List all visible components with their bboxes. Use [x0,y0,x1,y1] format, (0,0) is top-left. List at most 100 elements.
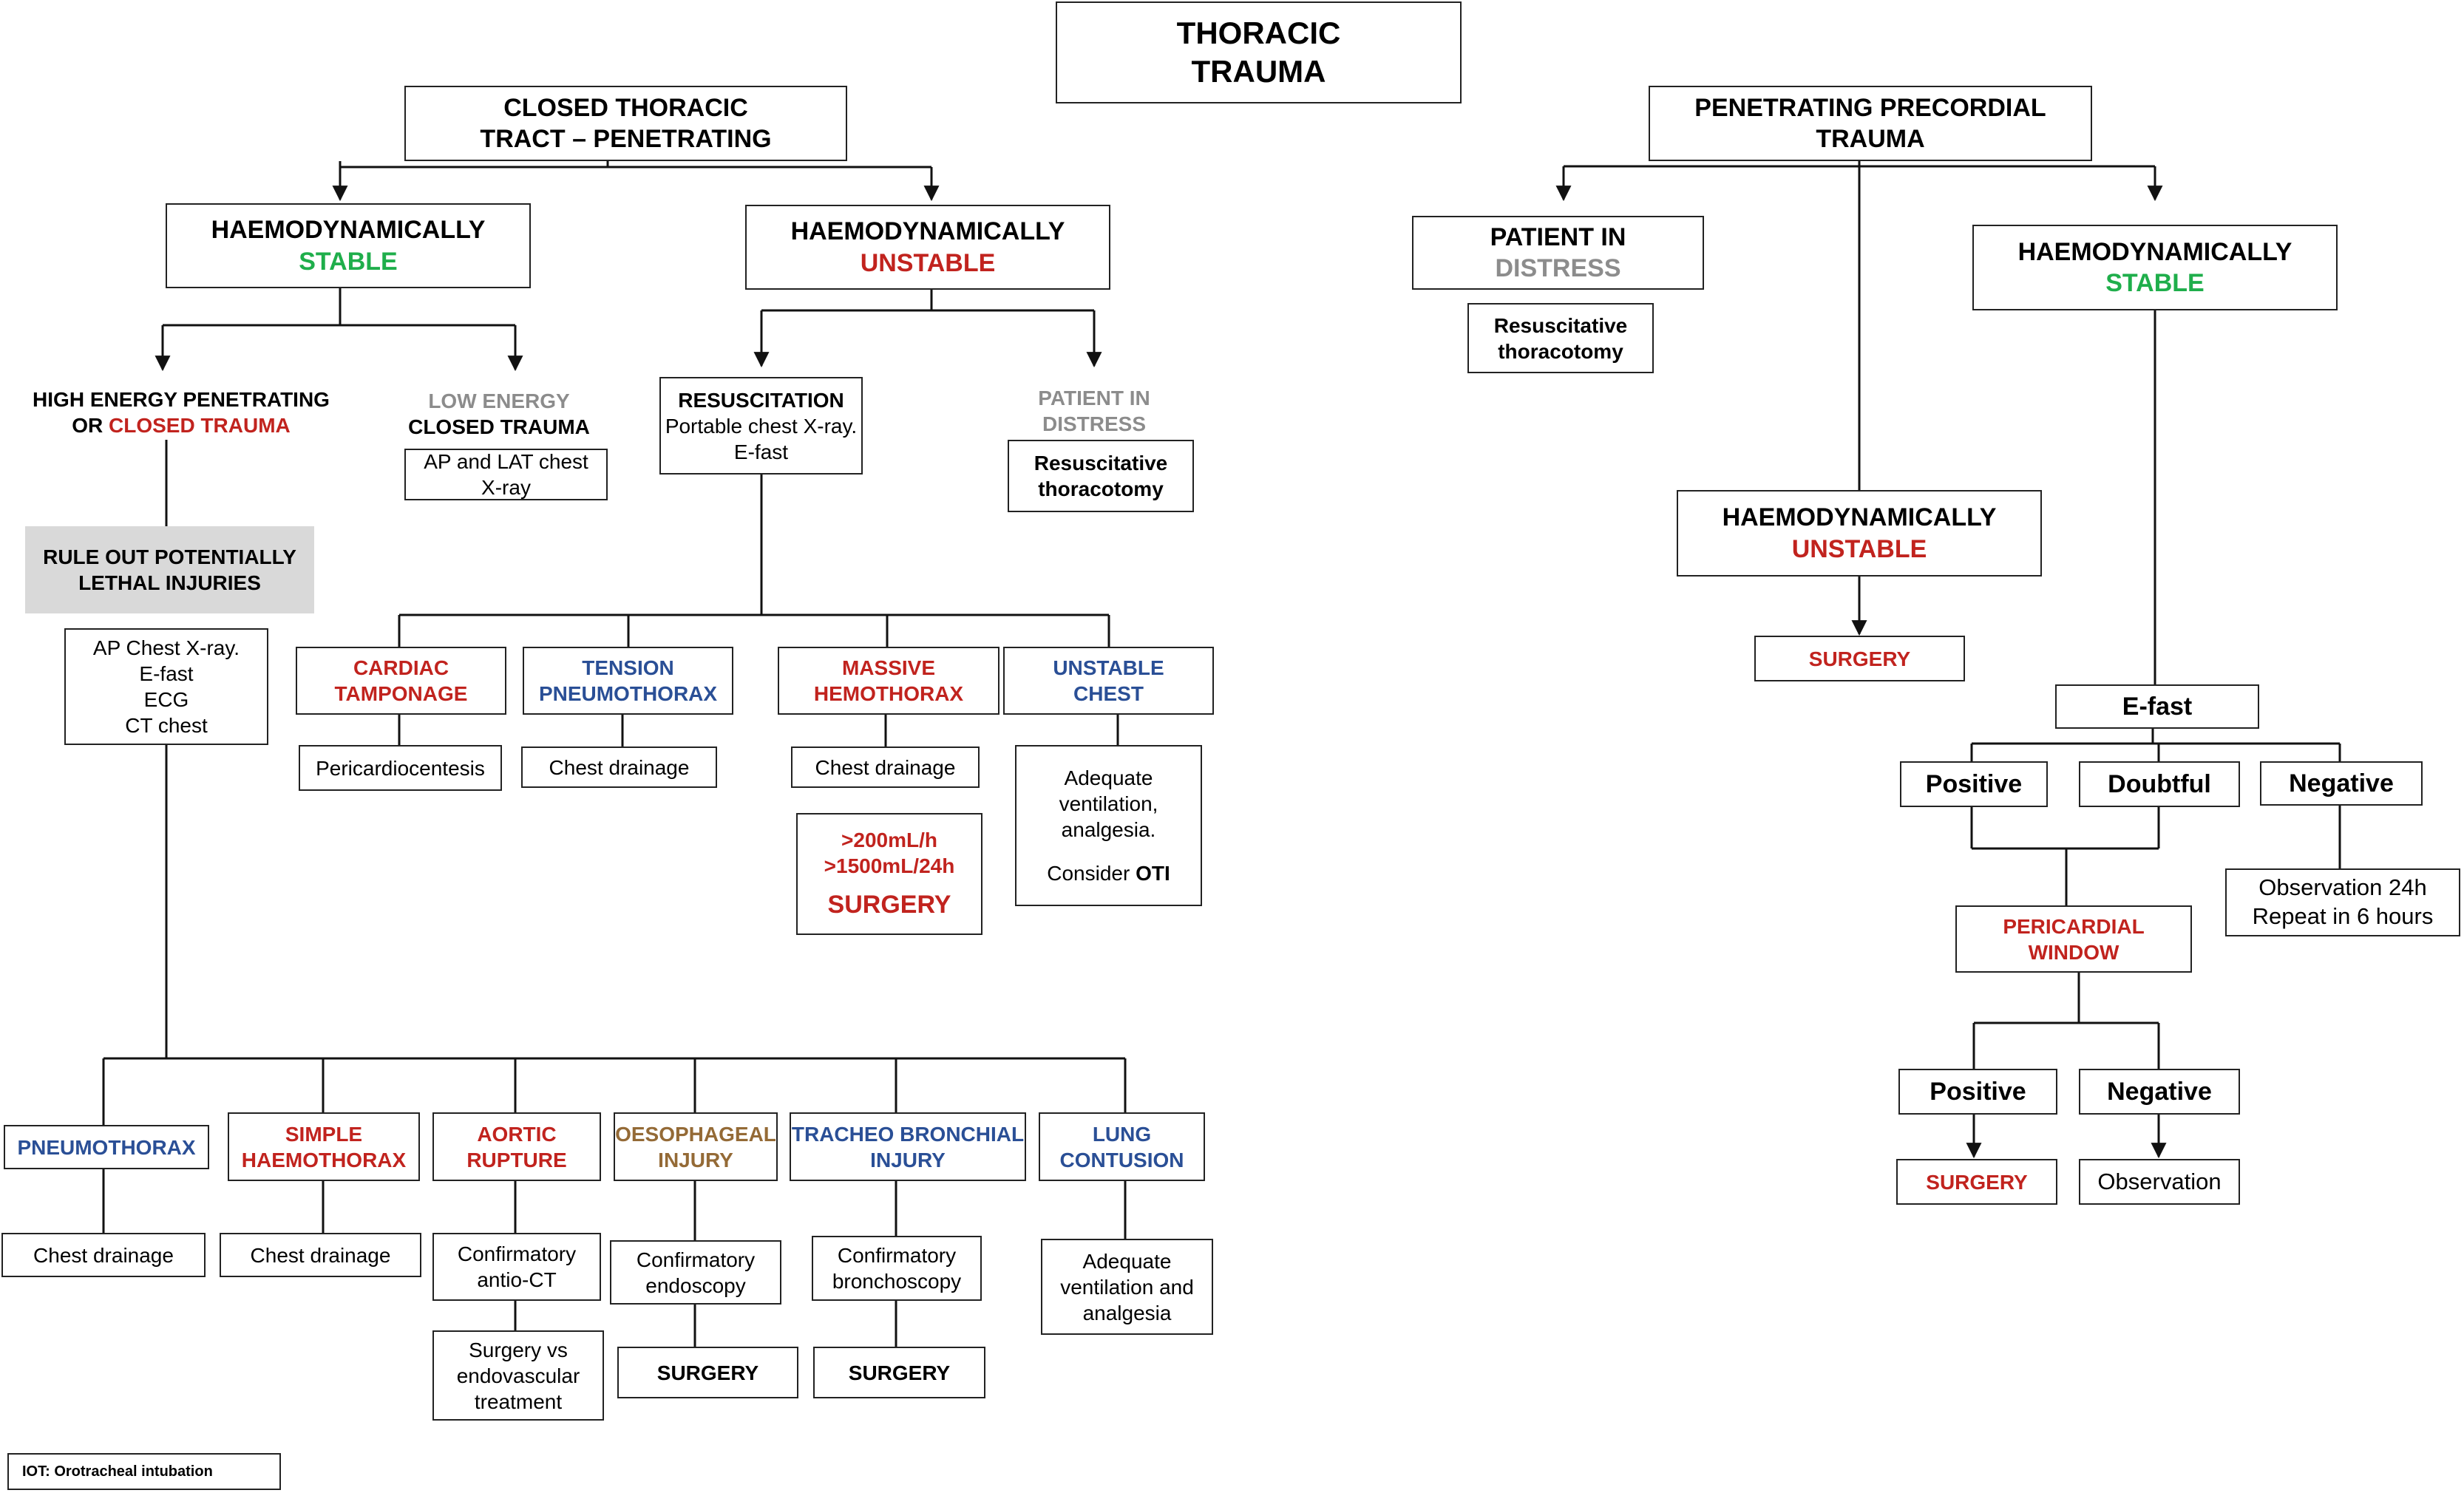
oesophageal-injury-box: OESOPHAGEAL INJURY [614,1112,778,1181]
oesophageal-injury-line-2: INJURY [658,1148,733,1171]
ap-lat-xray-box: AP and LAT chest X-ray [404,449,608,500]
closed-stable-line-1: HAEMODYNAMICALLY [211,216,486,244]
oesophageal-confirm-line-2: endoscopy [645,1273,746,1297]
precordial-stable-box: HAEMODYNAMICALLY STABLE [1972,225,2338,310]
high-energy-prefix: OR [72,413,109,437]
observation-line-1: Observation 24h [2258,874,2427,901]
massive-criteria-line-1: >200mL/h [841,829,937,852]
tracheo-surgery-box: SURGERY [813,1347,985,1398]
low-energy-line-2: CLOSED TRAUMA [408,415,590,438]
precordial-distress-line-2: DISTRESS [1495,254,1621,282]
window-observation-box: Observation [2079,1159,2240,1205]
window-surgery-box: SURGERY [1896,1159,2057,1205]
efast-negative-box: Negative [2260,761,2423,806]
oesophageal-surgery-text: SURGERY [656,1361,759,1384]
precordial-stable-status: STABLE [2105,269,2205,297]
unstable-chest-box: UNSTABLE CHEST [1003,647,1214,715]
precordial-unstable-box: HAEMODYNAMICALLY UNSTABLE [1677,490,2042,577]
unstable-chest-line-2: CHEST [1073,682,1144,705]
window-surgery-text: SURGERY [1926,1170,2028,1194]
precordial-thoracotomy-box: Resuscitative thoracotomy [1467,303,1654,373]
closed-header-line-1: CLOSED THORACIC [503,93,748,122]
window-negative-text: Negative [2107,1077,2212,1106]
observation-repeat-box: Observation 24h Repeat in 6 hours [2225,868,2460,936]
haemothorax-drainage-box: Chest drainage [220,1233,421,1277]
precordial-thoracotomy-line-2: thoracotomy [1498,339,1623,363]
massive-chest-drainage-box: Chest drainage [791,746,980,788]
lung-action-line-1: Adequate [1082,1249,1172,1273]
precordial-header: PENETRATING PRECORDIAL TRAUMA [1649,86,2092,161]
tracheo-surgery-text: SURGERY [848,1361,951,1384]
simple-haemothorax-box: SIMPLE HAEMOTHORAX [228,1112,420,1181]
resuscitation-box: RESUSCITATION Portable chest X-ray. E-fa… [659,377,863,475]
ap-lat-line-1: AP and LAT chest [424,450,588,473]
pneumothorax-box: PNEUMOTHORAX [4,1125,209,1169]
cardiac-tamponage-box: CARDIAC TAMPONAGE [296,647,506,715]
precordial-surgery-text: SURGERY [1808,647,1911,670]
closed-thoracotomy-box: Resuscitative thoracotomy [1008,440,1194,512]
lung-action-line-3: analgesia [1082,1301,1172,1324]
tension-pneumothorax-line-2: PNEUMOTHORAX [538,682,718,705]
pneumothorax-label: PNEUMOTHORAX [17,1135,196,1159]
tracheo-bronchial-line-1: TRACHEO BRONCHIAL [791,1122,1025,1146]
rule-out-line-2: LETHAL INJURIES [78,571,261,594]
precordial-stable-line-1: HAEMODYNAMICALLY [2017,237,2292,266]
lung-contusion-line-1: LUNG [1092,1122,1152,1146]
high-energy-label: HIGH ENERGY PENETRATING OR CLOSED TRAUMA [15,384,347,440]
massive-criteria-line-2: >1500mL/24h [824,854,955,878]
oesophageal-confirm-line-1: Confirmatory [636,1248,756,1271]
lung-contusion-box: LUNG CONTUSION [1039,1112,1205,1181]
aortic-surgery-line-3: treatment [474,1390,563,1413]
exams-line-2: E-fast [139,662,194,685]
unstable-chest-action-line-3: analgesia. [1061,818,1156,841]
haemothorax-drainage-text: Chest drainage [250,1243,391,1267]
pericardiocentesis-box: Pericardiocentesis [299,745,502,791]
oesophageal-injury-line-1: OESOPHAGEAL [615,1122,776,1146]
simple-haemothorax-line-2: HAEMOTHORAX [241,1148,407,1171]
high-energy-line-1: HIGH ENERGY PENETRATING [33,387,330,411]
precordial-unstable-line-1: HAEMODYNAMICALLY [1722,503,1997,531]
cardiac-tamponage-line-2: TAMPONAGE [334,682,468,705]
efast-text: E-fast [2122,692,2193,721]
cardiac-tamponage-line-1: CARDIAC [353,656,449,679]
closed-stable-box: HAEMODYNAMICALLY STABLE [166,203,531,288]
massive-chest-drainage-text: Chest drainage [815,755,956,779]
closed-thoracotomy-line-1: Resuscitative [1034,452,1168,475]
window-positive-text: Positive [1930,1077,2026,1106]
efast-doubtful-text: Doubtful [2108,769,2211,798]
lung-action-line-2: ventilation and [1060,1275,1194,1299]
lung-contusion-line-2: CONTUSION [1059,1148,1184,1171]
closed-unstable-box: HAEMODYNAMICALLY UNSTABLE [745,205,1110,290]
low-energy-line-1: LOW ENERGY [428,389,570,412]
unstable-chest-action-line-2: ventilation, [1059,792,1158,815]
lung-contusion-action-box: Adequate ventilation and analgesia [1041,1239,1213,1335]
pneumothorax-drainage-box: Chest drainage [1,1233,206,1277]
exams-box: AP Chest X-ray. E-fast ECG CT chest [64,628,268,745]
pneumothorax-drainage-text: Chest drainage [33,1243,174,1267]
closed-header-line-2: TRACT – PENETRATING [480,125,772,153]
closed-stable-status: STABLE [299,247,398,276]
precordial-distress-box: PATIENT IN DISTRESS [1412,216,1704,290]
footnote-box: IOT: Orotracheal intubation [7,1453,281,1490]
pericardiocentesis-text: Pericardiocentesis [316,756,485,780]
aortic-rupture-line-2: RUPTURE [466,1148,567,1171]
precordial-unstable-status: UNSTABLE [1791,534,1927,563]
efast-box: E-fast [2055,684,2259,729]
unstable-chest-action-line-1: Adequate [1064,766,1153,789]
tension-chest-drainage-text: Chest drainage [549,755,690,779]
unstable-chest-line-1: UNSTABLE [1053,656,1164,679]
unstable-chest-consider-line: Consider OTI [1047,860,1170,886]
aortic-confirm-box: Confirmatory antio-CT [432,1233,601,1301]
pericardial-window-line-1: PERICARDIAL [2003,914,2145,938]
exams-line-1: AP Chest X-ray. [92,636,240,659]
tension-pneumothorax-line-1: TENSION [582,656,674,679]
unstable-chest-consider: Consider [1047,862,1136,885]
precordial-header-line-2: TRAUMA [1816,125,1925,153]
aortic-surgery-line-2: endovascular [456,1364,580,1387]
aortic-surgery-line-1: Surgery vs [469,1338,568,1361]
efast-negative-text: Negative [2289,769,2394,797]
massive-criteria-surgery: SURGERY [827,891,951,919]
aortic-confirm-line-1: Confirmatory [457,1242,577,1265]
tracheo-bronchial-line-2: INJURY [870,1148,946,1171]
